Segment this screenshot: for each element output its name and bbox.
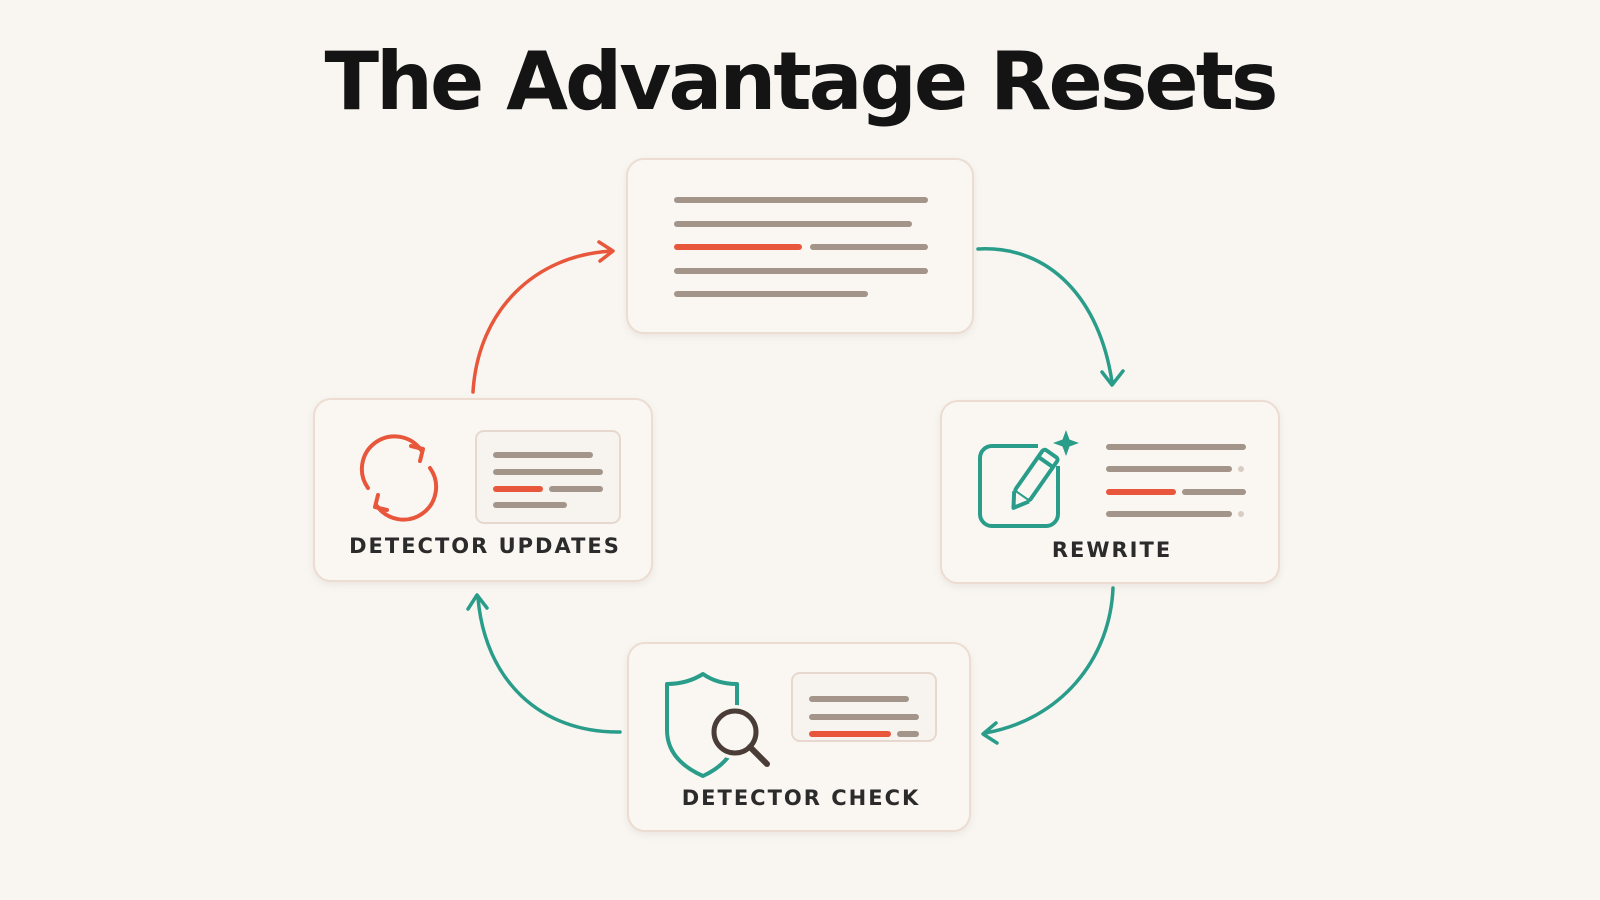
highlighted-text-line (493, 486, 543, 492)
arrow-updates-to-document (471, 249, 614, 394)
refresh-icon (359, 434, 439, 522)
text-line (897, 731, 919, 737)
text-line (493, 469, 603, 475)
highlighted-text-line (809, 731, 891, 737)
text-line (493, 502, 567, 508)
text-line (810, 244, 928, 250)
arrow-check-to-updates (476, 596, 622, 734)
text-line (549, 486, 603, 492)
detector-updates-card: DETECTOR UPDATES (313, 398, 653, 582)
text-line (1106, 466, 1232, 472)
scanned-document-thumbnail (791, 672, 937, 742)
updated-document-thumbnail (475, 430, 621, 524)
detector-check-card: DETECTOR CHECK (627, 642, 971, 832)
text-line (1182, 489, 1246, 495)
page-title: The Advantage Resets (324, 35, 1278, 128)
text-line (493, 452, 593, 458)
document-card (626, 158, 974, 334)
text-line (674, 268, 928, 274)
detector-updates-label: DETECTOR UPDATES (349, 534, 621, 558)
text-line-fade (1238, 511, 1244, 517)
text-line (674, 291, 868, 297)
text-line (1106, 511, 1232, 517)
detector-check-label: DETECTOR CHECK (681, 786, 921, 810)
rewrite-label: REWRITE (1051, 538, 1173, 562)
edit-sparkle-icon (978, 430, 1079, 528)
highlighted-text-line (1106, 489, 1176, 495)
text-line (674, 197, 928, 203)
rewrite-card: REWRITE (940, 400, 1280, 584)
text-line-fade (1238, 466, 1244, 472)
arrow-document-to-rewrite (976, 247, 1114, 384)
text-line (674, 221, 912, 227)
text-line (1106, 444, 1246, 450)
highlighted-text-line (674, 244, 802, 250)
shield-search-icon (665, 672, 770, 778)
arrow-rewrite-to-check (983, 586, 1115, 735)
text-line (809, 696, 909, 702)
text-line (809, 714, 919, 720)
